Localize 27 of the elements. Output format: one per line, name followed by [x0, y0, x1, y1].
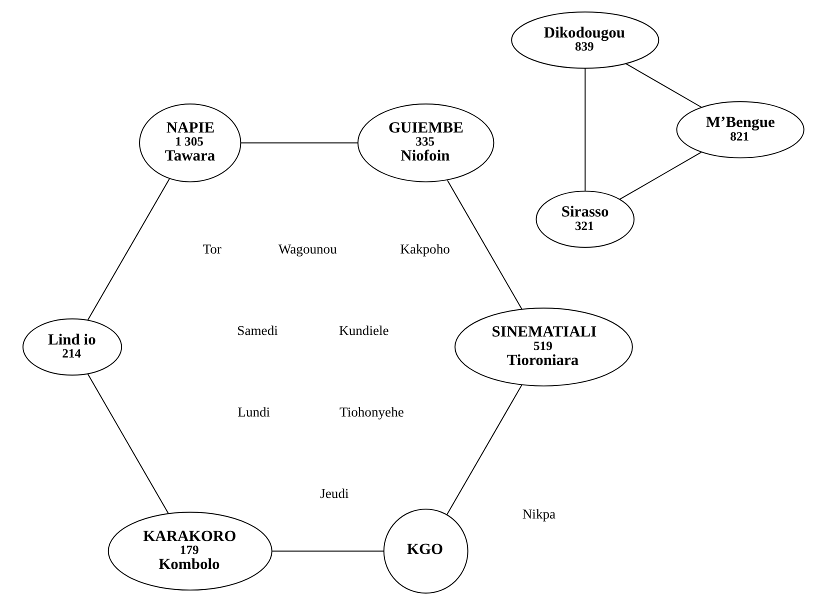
node-ellipse: M’Bengue 821: [676, 101, 804, 158]
node-ellipse: NAPIE 1 305 Tawara: [138, 104, 241, 182]
node-ellipse: Dikodougou 839: [510, 12, 659, 69]
node-ellipse: GUIEMBE 335 Niofoin: [356, 104, 494, 182]
label: Tiohonyehe: [339, 404, 404, 420]
node-ellipse: Lind io 214: [22, 318, 122, 376]
connector: [584, 68, 586, 192]
connector: [271, 550, 384, 552]
connector: [618, 152, 702, 200]
node-ellipse: KARAKORO 179 Kombolo: [107, 512, 272, 591]
label: Kundiele: [338, 323, 388, 338]
label: Lundi: [237, 404, 270, 420]
node-ellipse: Sirasso 321: [535, 190, 634, 248]
label: Nikpa: [522, 506, 556, 522]
connector: [446, 180, 522, 310]
connector: [624, 63, 702, 108]
connector: [240, 142, 358, 144]
connector: [446, 384, 522, 516]
label: Wagounou: [278, 242, 336, 257]
label: Tor: [202, 242, 221, 257]
label: Samedi: [236, 323, 278, 338]
connector: [86, 178, 170, 320]
label: Jeudi: [320, 486, 348, 502]
node-circle: KGO: [382, 508, 468, 594]
node-ellipse: SINEMATIALI 519 Tioroniara: [454, 308, 632, 386]
label: Kakpoho: [400, 242, 450, 257]
connector: [86, 374, 168, 514]
